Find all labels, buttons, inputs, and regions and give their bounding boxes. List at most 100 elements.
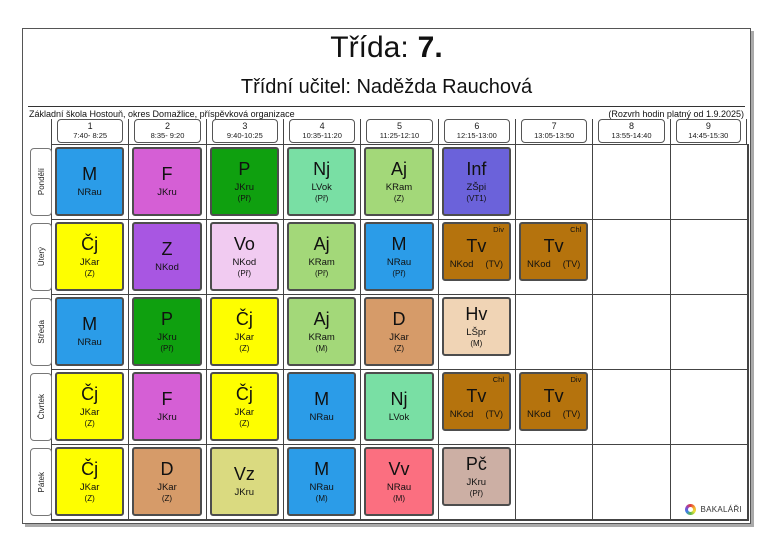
info-row: Základní škola Hostouň, okres Domažlice,… bbox=[29, 109, 744, 119]
lesson-teacher: JKar bbox=[234, 331, 255, 343]
title-class-number: 7. bbox=[417, 31, 443, 64]
lesson-teacher: JKar bbox=[389, 331, 409, 343]
day-label-text: Středa bbox=[36, 320, 46, 344]
lesson-teacher: NKod bbox=[449, 258, 474, 270]
grid-cell bbox=[593, 145, 671, 220]
lesson-subject: D bbox=[392, 309, 406, 330]
lesson-subject: Nj bbox=[313, 159, 331, 180]
grid-cell bbox=[593, 295, 671, 370]
lesson-teacher-room: NKod(TV) bbox=[450, 259, 503, 270]
grid-cell bbox=[593, 445, 671, 520]
lesson-teacher: ZŠpi bbox=[466, 181, 487, 193]
lesson-room: (Z) bbox=[239, 418, 250, 428]
lesson-room: (Př) bbox=[237, 268, 251, 278]
period-time: 10:35-11:20 bbox=[302, 130, 342, 140]
lesson-teacher: NRau bbox=[309, 481, 334, 493]
day-label: Čtvrtek bbox=[30, 373, 52, 441]
lesson-room: (Z) bbox=[84, 493, 95, 503]
day-label: Středa bbox=[30, 298, 52, 366]
period-number: 6 bbox=[474, 120, 480, 131]
period-number: 5 bbox=[396, 120, 402, 131]
bakalari-logo: BAKALÁŘI bbox=[685, 504, 742, 515]
lesson-teacher-room: NKod (TV) bbox=[527, 409, 580, 420]
lesson-subject: Pč bbox=[465, 454, 487, 475]
lesson-subject: Aj bbox=[390, 159, 407, 180]
period-number: 2 bbox=[164, 120, 170, 131]
period-number: 3 bbox=[242, 120, 248, 131]
lesson-subject: M bbox=[314, 459, 330, 480]
lesson-teacher: LVok bbox=[311, 181, 332, 193]
period-time: 13:55-14:40 bbox=[611, 130, 652, 140]
lesson-teacher: NRau bbox=[386, 481, 412, 493]
lesson-teacher: LVok bbox=[388, 411, 410, 423]
lesson-room: (M) bbox=[315, 343, 328, 353]
bakalari-logo-text: BAKALÁŘI bbox=[700, 505, 742, 514]
lesson-subject: Vv bbox=[388, 459, 410, 480]
lesson-teacher: NKod bbox=[527, 408, 551, 420]
lesson-subject: Čj bbox=[81, 459, 99, 480]
lesson-teacher: KRam bbox=[308, 331, 335, 343]
grid-cell bbox=[670, 370, 748, 445]
lesson-room: (Z) bbox=[84, 268, 95, 278]
timetable-frame: Třída:7. Třídní učitel: Naděžda Rauchová… bbox=[22, 28, 751, 524]
lesson-room: (TV) bbox=[562, 408, 581, 419]
day-label: Úterý bbox=[30, 223, 52, 291]
validity-note: (Rozvrh hodin platný od 1.9.2025) bbox=[608, 109, 744, 119]
lesson-room: (Z) bbox=[393, 193, 405, 203]
period-number: 1 bbox=[87, 120, 93, 131]
lesson-subject: P bbox=[238, 159, 251, 180]
period-number: 4 bbox=[319, 120, 325, 131]
lesson-room: (M) bbox=[392, 493, 405, 503]
lesson-subject: F bbox=[161, 389, 173, 410]
lesson-teacher: JKar bbox=[157, 481, 177, 493]
lesson-subject: Z bbox=[161, 239, 173, 260]
lesson-subject: Čj bbox=[235, 384, 253, 405]
lesson-room: (Z) bbox=[84, 418, 95, 428]
period-time: 13:05-13:50 bbox=[534, 130, 575, 140]
grid-cell bbox=[670, 220, 748, 295]
lesson-subject: Vo bbox=[233, 234, 255, 255]
grid-cell bbox=[593, 370, 671, 445]
period-time: 9:40-10:25 bbox=[226, 130, 263, 140]
period-number: 7 bbox=[551, 120, 557, 131]
lesson-subject: Čj bbox=[235, 309, 253, 330]
